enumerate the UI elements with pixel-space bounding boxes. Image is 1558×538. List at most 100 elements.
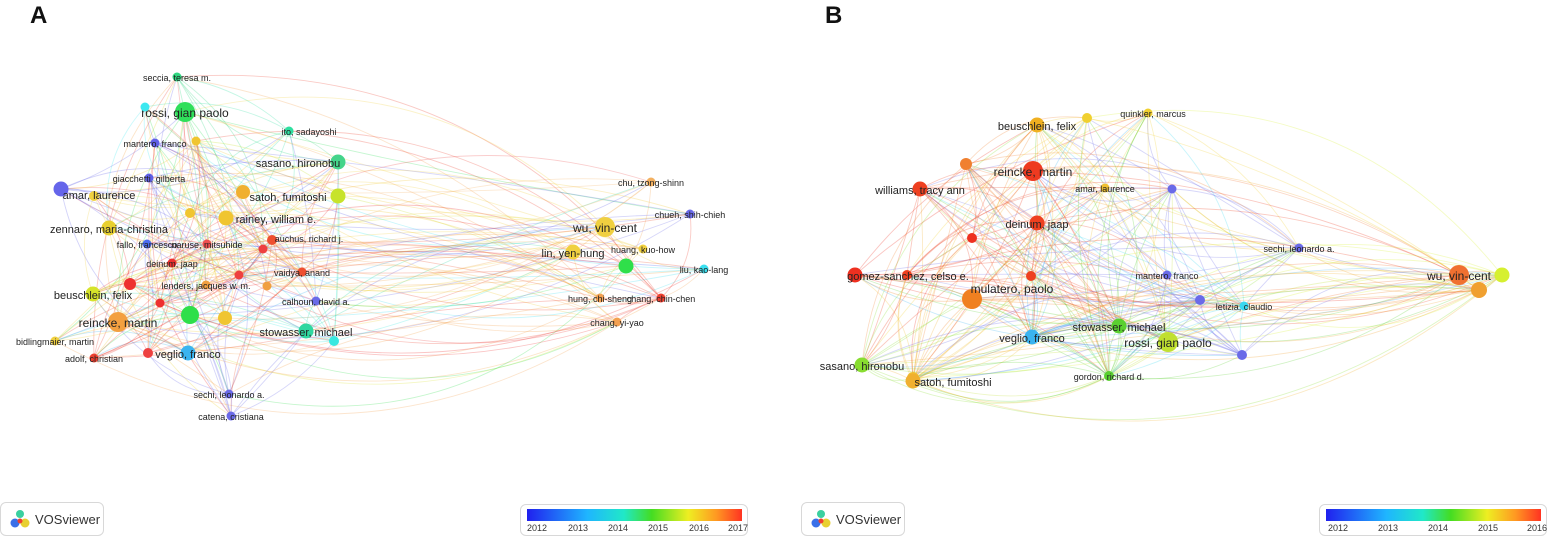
author-node-satoh[interactable]: satoh, fumitoshi [905,373,992,389]
node-circle[interactable] [1294,243,1304,253]
author-node-letizia[interactable]: letizia, claudio [1216,301,1273,313]
node-circle[interactable] [201,280,211,290]
node-circle[interactable] [1158,332,1178,352]
node-circle[interactable] [1104,371,1114,381]
node-circle[interactable] [962,289,982,309]
author-node-wu[interactable]: wu, vin-cent [1426,265,1492,285]
author-node-naruse[interactable]: naruse, mitsuhide [171,239,243,251]
node-circle[interactable] [140,102,150,112]
node-circle[interactable] [912,181,928,197]
author-node-beuschlein[interactable]: beuschlein, felix [998,117,1077,133]
node-circle[interactable] [330,188,346,204]
author-node-gordon[interactable]: gordon, richard d. [1074,371,1145,383]
author-node-sasano[interactable]: sasano, hironobu [820,357,904,373]
node-circle[interactable] [175,102,195,122]
vosviewer-badge-a[interactable]: VOSviewer [0,502,104,536]
node-circle[interactable] [89,353,99,363]
node-circle[interactable] [905,373,921,389]
author-node-amar[interactable]: amar, laurence [1075,183,1135,195]
node-circle[interactable] [699,264,709,274]
author-node-reincke[interactable]: reincke, martin [79,312,158,332]
node-circle[interactable] [226,411,236,421]
node-circle[interactable] [1239,301,1249,311]
node-circle[interactable] [1449,265,1469,285]
node-circle[interactable] [258,244,268,254]
author-node-veglio[interactable]: veglio, franco [999,329,1065,345]
author-node-mantero[interactable]: mantero, franco [1135,270,1199,282]
author-node-calhoun[interactable]: calhoun, david a. [282,296,350,308]
unlabeled-node[interactable] [329,336,339,346]
author-node-ito[interactable]: ito, sadayoshi [281,126,337,138]
author-node-sasano[interactable]: sasano, hironobu [256,154,346,170]
author-node-williams[interactable]: williams, tracy ann [874,181,965,197]
unlabeled-node[interactable] [902,270,912,280]
author-node-cyan1[interactable] [140,102,150,112]
node-circle[interactable] [298,323,314,339]
node-circle[interactable] [330,154,346,170]
node-circle[interactable] [108,312,128,332]
author-node-mantero[interactable]: mantero, franco [123,138,187,150]
unlabeled-node[interactable] [155,298,165,308]
author-node-gomez[interactable]: gomez-sanchez, celso e. [847,267,969,283]
author-node-hung[interactable]: hung, chi-sheng [568,293,632,305]
node-circle[interactable] [311,296,321,306]
unlabeled-node[interactable] [234,270,244,280]
node-circle[interactable] [612,317,622,327]
node-circle[interactable] [218,210,234,226]
unlabeled-node[interactable] [181,306,199,324]
node-circle[interactable] [1162,270,1172,280]
unlabeled-node[interactable] [960,158,972,170]
author-node-rossi[interactable]: rossi, gian paolo [1124,332,1212,352]
vosviewer-badge-b[interactable]: VOSviewer [801,502,905,536]
node-circle[interactable] [167,258,177,268]
node-circle[interactable] [1167,184,1177,194]
author-node-bidlingmaier[interactable]: bidlingmaier, martin [16,336,94,348]
node-circle[interactable] [150,138,160,148]
author-node-satoh[interactable]: satoh, fumitoshi [249,188,346,204]
author-node-changyy[interactable]: chang, yi-yao [590,317,644,329]
author-node-adolf[interactable]: adolf, christian [65,353,123,365]
author-node-stowasser[interactable]: stowasser, michael [1073,318,1166,334]
node-circle[interactable] [180,345,196,361]
author-node-stowasser[interactable]: stowasser, michael [260,323,353,339]
unlabeled-node[interactable] [1471,282,1487,298]
author-node-auchus[interactable]: auchus, richard j. [258,234,344,254]
node-circle[interactable] [595,293,605,303]
node-circle[interactable] [847,267,863,283]
node-circle[interactable] [854,357,870,373]
author-node-seccia[interactable]: seccia, teresa m. [143,72,211,84]
node-circle[interactable] [1143,108,1153,118]
author-node-liu[interactable]: liu, kao-lang [680,264,729,276]
unlabeled-node[interactable] [967,233,977,243]
author-node-giacchetti[interactable]: giacchetti, gilberta [113,173,186,185]
node-circle[interactable] [656,293,666,303]
network-b[interactable]: quinkler, marcus beuschlein, felix reincke… [799,0,1558,500]
node-circle[interactable] [50,336,60,346]
unlabeled-node[interactable] [1026,271,1036,281]
author-node-fallo[interactable]: fallo, francesco [117,239,178,251]
node-circle[interactable] [1029,117,1045,133]
author-node-reincke[interactable]: reincke, martin [994,161,1073,181]
node-circle[interactable] [618,258,634,274]
author-node-quinkler[interactable]: quinkler, marcus [1120,108,1186,120]
author-node-green2[interactable] [618,258,634,274]
author-node-rainey[interactable]: rainey, william e. [218,210,317,226]
node-circle[interactable] [1111,318,1127,334]
unlabeled-node[interactable] [236,185,250,199]
node-circle[interactable] [101,220,117,236]
node-circle[interactable] [224,389,234,399]
node-circle[interactable] [142,239,152,249]
node-circle[interactable] [565,244,581,260]
author-node-purple1[interactable] [1167,184,1177,194]
author-node-veglio[interactable]: veglio, franco [155,345,221,361]
author-node-vaidya[interactable]: vaidya, anand [274,267,330,279]
author-node-huang[interactable]: huang, kuo-how [611,244,676,256]
author-node-deinum[interactable]: deinum, jaap [1006,215,1069,231]
unlabeled-node[interactable] [191,136,201,146]
node-circle[interactable] [646,177,656,187]
unlabeled-node[interactable] [143,348,153,358]
author-node-sechi[interactable]: sechi, leonardo a. [1263,243,1335,255]
author-node-lenders[interactable]: lenders, jacques w. m. [161,280,251,292]
node-circle[interactable] [85,286,101,302]
